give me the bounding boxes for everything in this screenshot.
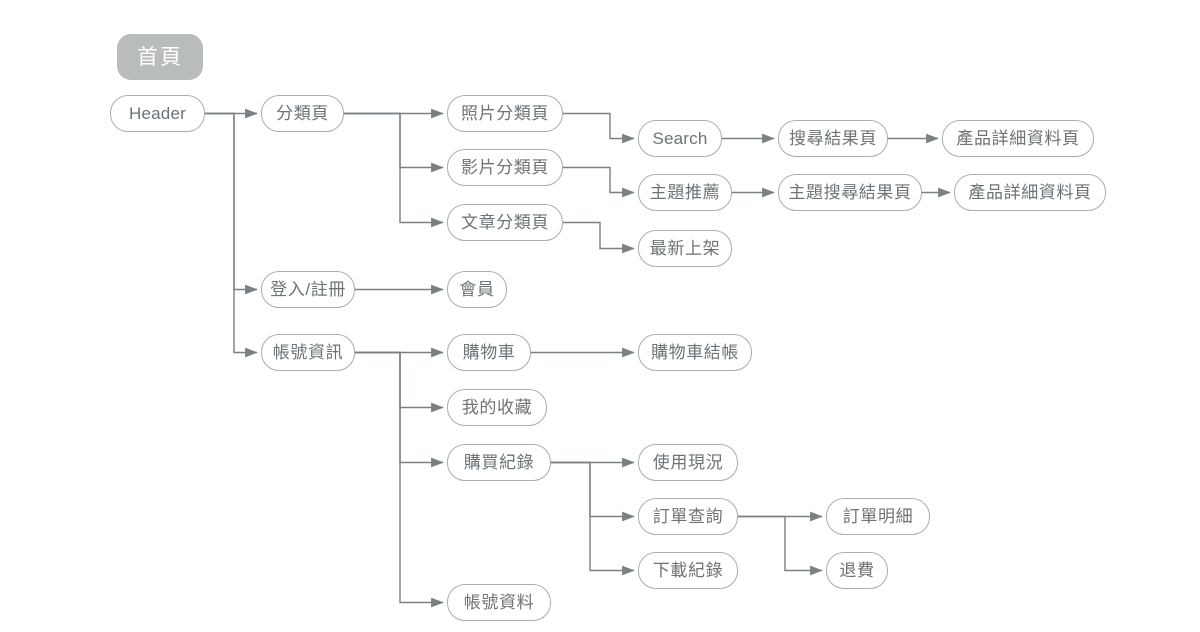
node-account-data[interactable]: 帳號資料 xyxy=(447,584,551,621)
node-account-info[interactable]: 帳號資訊 xyxy=(261,334,355,371)
node-login-register[interactable]: 登入/註冊 xyxy=(261,271,355,308)
node-cart[interactable]: 購物車 xyxy=(447,334,531,371)
edge-purchase-history-to-download-history xyxy=(551,461,635,576)
edge-account-info-to-account-data xyxy=(355,351,444,608)
node-order-query[interactable]: 訂單查詢 xyxy=(638,498,738,535)
edge-header-to-login-register xyxy=(205,112,258,295)
node-cart-checkout[interactable]: 購物車結帳 xyxy=(638,334,752,371)
node-header[interactable]: Header xyxy=(110,95,205,132)
node-home[interactable]: 首頁 xyxy=(117,34,203,80)
node-member[interactable]: 會員 xyxy=(447,271,507,308)
edge-video-cat-to-topic-rec xyxy=(563,166,635,198)
node-purchase-history[interactable]: 購買紀錄 xyxy=(447,444,551,481)
edge-category-to-video-cat xyxy=(344,112,444,173)
edge-header-to-account-info xyxy=(205,112,258,358)
edge-category-to-article-cat xyxy=(344,112,444,228)
node-photo-cat[interactable]: 照片分類頁 xyxy=(447,95,563,132)
edge-photo-cat-to-search xyxy=(563,112,635,144)
edge-order-query-to-refund xyxy=(738,515,823,576)
node-category[interactable]: 分類頁 xyxy=(261,95,344,132)
node-video-cat[interactable]: 影片分類頁 xyxy=(447,149,563,186)
node-product-detail-1[interactable]: 產品詳細資料頁 xyxy=(942,120,1094,157)
node-product-detail-2[interactable]: 產品詳細資料頁 xyxy=(954,174,1106,211)
edge-purchase-history-to-order-query xyxy=(551,461,635,522)
edge-account-info-to-favorites xyxy=(355,351,444,413)
node-refund[interactable]: 退費 xyxy=(826,552,888,589)
node-search[interactable]: Search xyxy=(638,120,722,157)
node-order-detail[interactable]: 訂單明細 xyxy=(826,498,930,535)
node-article-cat[interactable]: 文章分類頁 xyxy=(447,204,563,241)
node-download-history[interactable]: 下載紀錄 xyxy=(638,552,738,589)
node-topic-rec[interactable]: 主題推薦 xyxy=(638,174,732,211)
edge-account-info-to-purchase-history xyxy=(355,351,444,468)
node-usage-status[interactable]: 使用現況 xyxy=(638,444,738,481)
node-new-arrivals[interactable]: 最新上架 xyxy=(638,230,732,267)
edge-article-cat-to-new-arrivals xyxy=(563,221,635,254)
node-search-result[interactable]: 搜尋結果頁 xyxy=(778,120,888,157)
node-favorites[interactable]: 我的收藏 xyxy=(447,389,547,426)
node-topic-result[interactable]: 主題搜尋結果頁 xyxy=(778,174,922,211)
